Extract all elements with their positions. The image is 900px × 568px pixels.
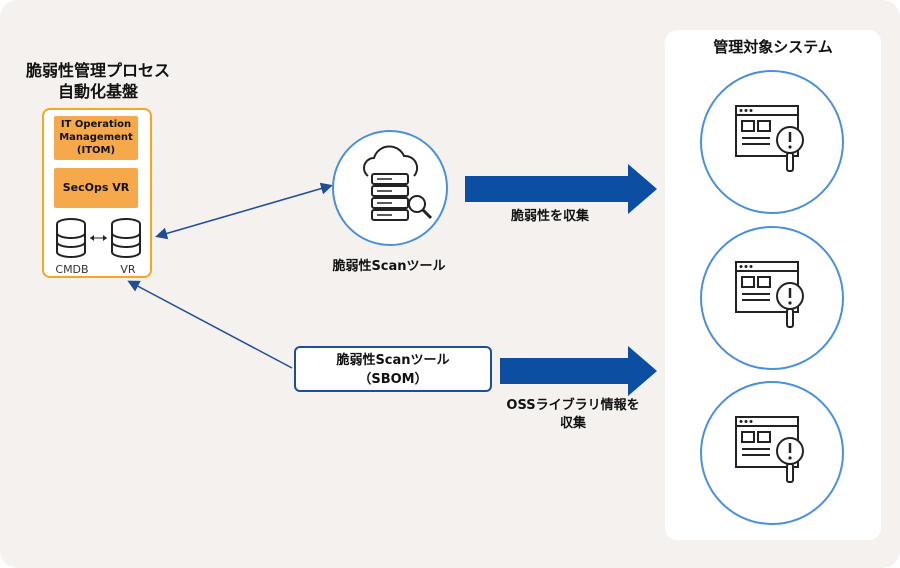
database-icons [56, 218, 141, 258]
target-system-1 [700, 70, 844, 214]
itom-block: IT Operation Management (ITOM) [54, 116, 138, 160]
collect-arrow-bottom [500, 346, 657, 396]
scan-tool-circle [332, 130, 448, 246]
sbom-line2: （SBOM） [358, 372, 428, 387]
itom-line1: IT Operation [60, 119, 132, 130]
itom-line3: (ITOM) [76, 145, 116, 156]
scan-tool-label: 脆弱性Scanツール [332, 259, 446, 274]
collect-oss-line1: OSSライブラリ情報を [506, 398, 640, 413]
browser-alert-icon [735, 416, 804, 483]
collect-oss-label: OSSライブラリ情報を 収集 [478, 397, 668, 433]
server-cloud-search-icon [363, 145, 433, 221]
browser-alert-icon [735, 261, 804, 328]
platform-title: 脆弱性管理プロセス 自動化基盤 [18, 60, 178, 102]
collect-arrow-top [465, 164, 657, 214]
sbom-line1: 脆弱性Scanツール [336, 353, 450, 368]
secops-block: SecOps VR [54, 168, 138, 208]
cmdb-label: CMDB [55, 263, 89, 276]
sbom-platform-connector [127, 280, 293, 369]
database-icon-vr [111, 218, 141, 258]
target-system-2 [700, 226, 844, 370]
target-systems-title: 管理対象システム [713, 38, 833, 56]
platform-title-line1: 脆弱性管理プロセス [25, 61, 170, 80]
itom-line2: Management [59, 132, 133, 143]
browser-alert-icon [735, 105, 804, 172]
collect-oss-line2: 収集 [559, 416, 586, 431]
vr-label: VR [120, 263, 136, 276]
collect-vulnerabilities-label: 脆弱性を収集 [510, 209, 589, 224]
target-system-3 [700, 381, 844, 525]
scan-platform-connector [155, 182, 333, 240]
sbom-tool-box: 脆弱性Scanツール （SBOM） [294, 346, 492, 392]
database-icon-cmdb [56, 218, 86, 258]
platform-title-line2: 自動化基盤 [57, 82, 138, 101]
